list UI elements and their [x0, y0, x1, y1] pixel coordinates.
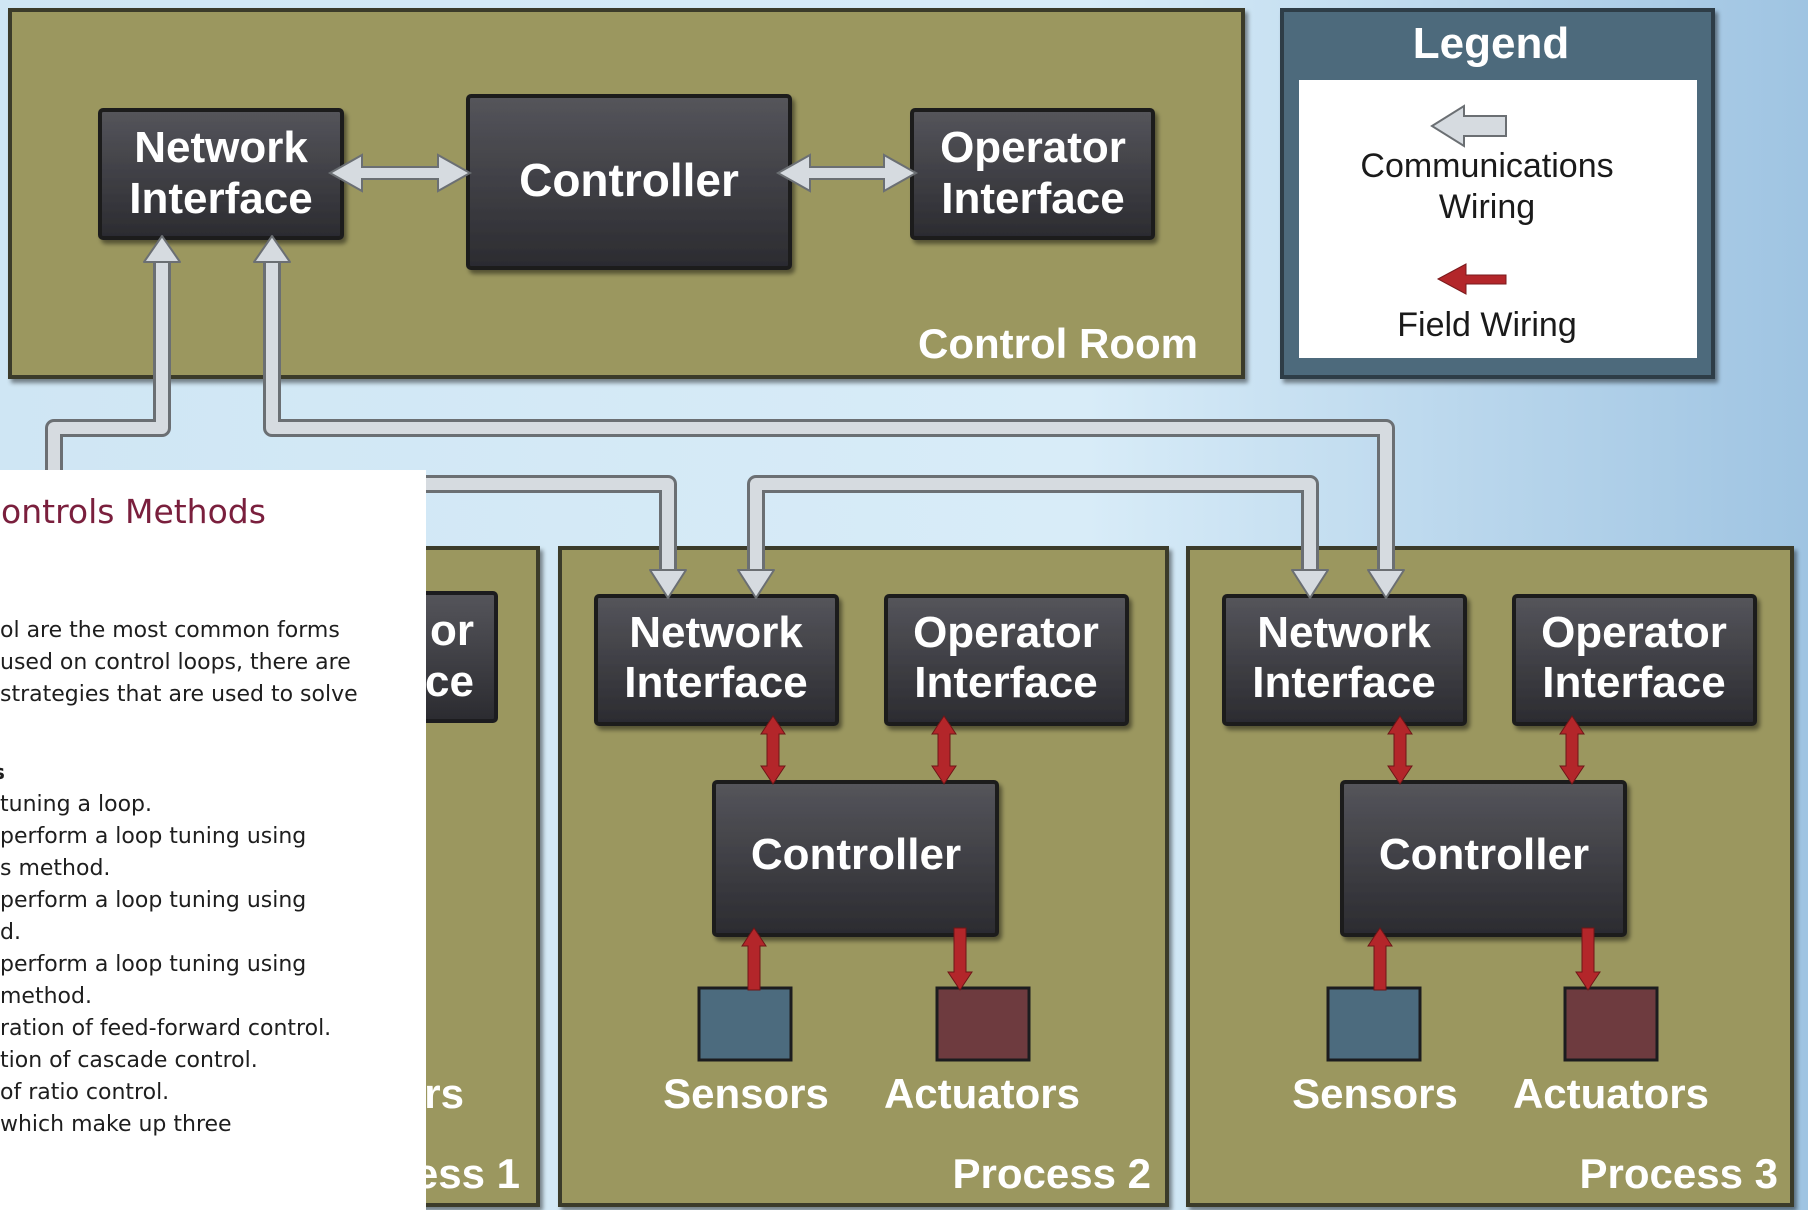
slide-panel: Controls Methods ol are the most common … [0, 470, 426, 1210]
intro-line: ol are the most common forms [0, 618, 340, 643]
objective-line: of ratio control. [0, 1080, 170, 1105]
cr-operator-interface-box: Operator Interface [910, 108, 1155, 240]
cr-controller-box: Controller [466, 94, 792, 270]
legend-panel: Legend Communications Wiring Field Wirin… [1280, 8, 1715, 379]
intro-line: used on control loops, there are [0, 650, 351, 675]
objective-line: s method. [0, 856, 111, 881]
cr-comm-arrow-controller-operator [775, 153, 919, 193]
legend-communications-arrow [1430, 104, 1507, 148]
objective-line: perform a loop tuning using [0, 952, 307, 977]
intro-line: strategies that are used to solve [0, 682, 358, 707]
process-2-network-interface-line1: Network [629, 608, 803, 657]
process-2-controller-box: Controller [712, 780, 999, 937]
process-2-label: Process 2 [953, 1150, 1151, 1197]
objective-line: d. [0, 920, 21, 945]
process-3-sensor-block [1326, 986, 1422, 1062]
process-1-operator-partial-line1: or [430, 606, 474, 655]
process-3-network-interface-line1: Network [1257, 608, 1431, 657]
legend-field-label: Field Wiring [1397, 306, 1576, 344]
process-2-network-interface-box: Network Interface [594, 594, 839, 726]
process-3-controller-box: Controller [1340, 780, 1627, 937]
communications-wiring [45, 235, 1405, 599]
objective-line: method. [0, 984, 92, 1009]
cr-network-interface-line1: Network [134, 123, 308, 172]
process-3-operator-interface-line2: Interface [1542, 658, 1725, 707]
objective-line: perform a loop tuning using [0, 824, 307, 849]
cr-network-interface-box: Network Interface [98, 108, 344, 240]
cr-controller-label: Controller [519, 154, 739, 206]
cr-operator-interface-line1: Operator [940, 123, 1126, 172]
process-2-sensors-label: Sensors [663, 1070, 829, 1117]
objective-line: ration of feed-forward control. [0, 1016, 332, 1041]
process-2-actuator-block [935, 986, 1031, 1062]
process-3-actuator-block [1563, 986, 1659, 1062]
objective-line: which make up three [0, 1112, 232, 1137]
process-2-sensor-block [697, 986, 793, 1062]
process-2-operator-interface-box: Operator Interface [884, 594, 1129, 726]
legend-communications-line2: Wiring [1439, 188, 1535, 226]
process-3-network-interface-box: Network Interface [1222, 594, 1467, 726]
process-3-controller-label: Controller [1379, 830, 1589, 879]
slide-title: Controls Methods [0, 492, 266, 531]
process-2-field-wiring [741, 715, 973, 991]
process-3-operator-interface-line1: Operator [1541, 608, 1727, 657]
process-2-network-interface-line2: Interface [624, 658, 807, 707]
control-room-label: Control Room [918, 320, 1198, 367]
cr-operator-interface-line2: Interface [941, 174, 1124, 223]
process-2-operator-interface-line1: Operator [913, 608, 1099, 657]
process-2-operator-interface-line2: Interface [914, 658, 1097, 707]
cr-comm-arrow-network-controller [327, 153, 473, 193]
objective-line: tuning a loop. [0, 792, 152, 817]
process-3-network-interface-line2: Interface [1252, 658, 1435, 707]
objective-line: perform a loop tuning using [0, 888, 307, 913]
process-1-operator-partial-line2: ce [425, 657, 474, 706]
process-3-sensors-label: Sensors [1292, 1070, 1458, 1117]
legend-title: Legend [1413, 19, 1569, 68]
process-3-field-wiring [1367, 715, 1601, 991]
process-2-controller-label: Controller [751, 830, 961, 879]
process-3-actuators-label: Actuators [1513, 1070, 1709, 1117]
legend-field-arrow [1436, 263, 1507, 295]
process-1-label: ess 1 [415, 1150, 520, 1197]
process-1-sensors-partial: rs [424, 1070, 464, 1117]
process-3-operator-interface-box: Operator Interface [1512, 594, 1757, 726]
objective-line: tion of cascade control. [0, 1048, 258, 1073]
objectives-heading: s [0, 760, 5, 784]
process-3-label: Process 3 [1580, 1150, 1778, 1197]
cr-network-interface-line2: Interface [129, 174, 312, 223]
legend-communications-line1: Communications [1360, 147, 1613, 185]
process-2-actuators-label: Actuators [884, 1070, 1080, 1117]
